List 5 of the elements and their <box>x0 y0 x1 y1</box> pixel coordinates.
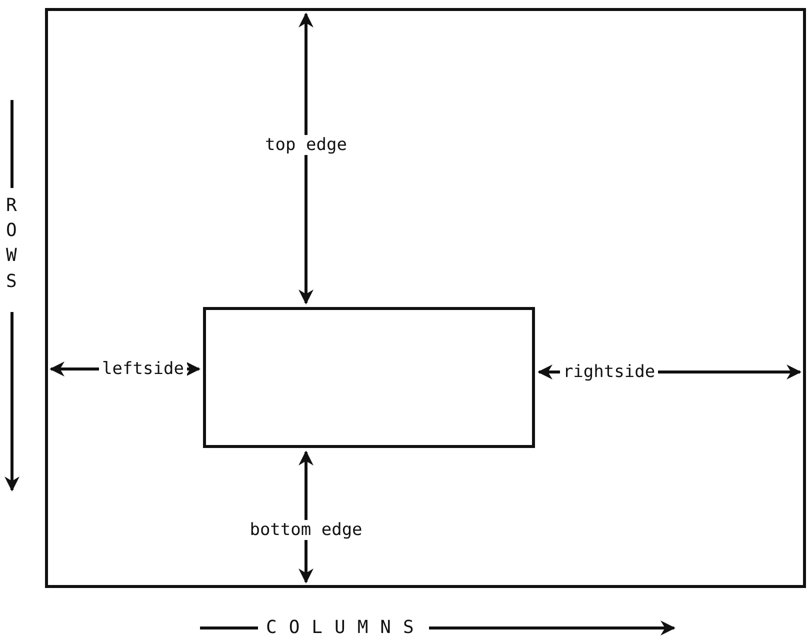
dimension-arrow <box>298 12 314 304</box>
window-box <box>203 307 535 448</box>
screen-border <box>45 8 806 588</box>
edge-label: rightside <box>560 362 658 382</box>
edge-label: leftside <box>99 359 187 379</box>
